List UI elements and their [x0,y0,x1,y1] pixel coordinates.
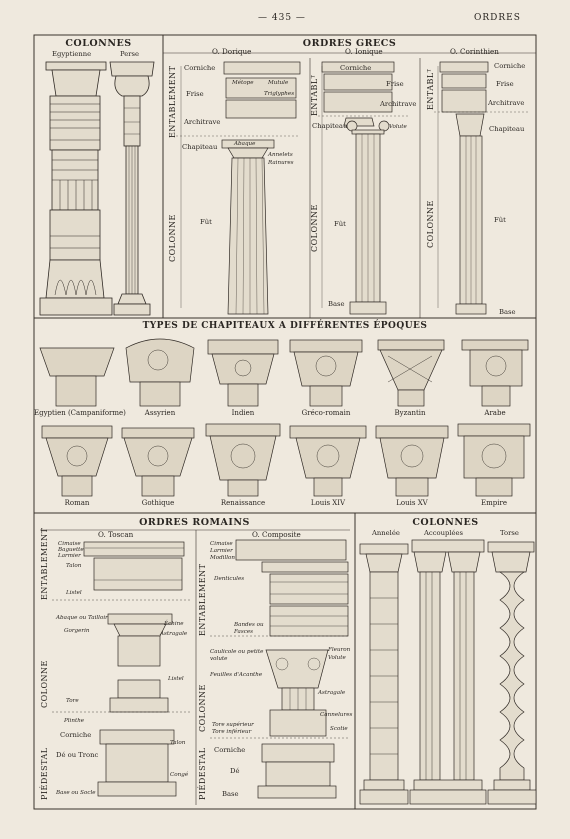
label-composite-tore-inferieur: Tore inférieur [212,729,252,735]
label-frise-dorique: Frise [186,90,204,98]
label-architrave-corinthien: Architrave [488,99,525,107]
caption-arabe: Arabe [484,409,506,417]
label-toscan-plinthe: Plinthe [64,718,85,724]
label-toscan-tore: Tore [66,698,79,704]
label-architrave-ionique: Architrave [380,100,417,108]
label-composite-bandes: Bandes ou Fasces [234,622,264,635]
caption-louis-xv: Louis XV [396,499,428,507]
label-triglyphes: Triglyphes [264,91,295,97]
label-toscan-listel-2: Listel [168,676,184,682]
caption-empire: Empire [481,499,507,507]
label-toscan-echine: Échine [164,621,184,627]
colonnes-bottom-title: COLONNES [412,517,479,528]
label-fut-dorique: Fût [200,218,212,226]
colonnes-top-title: COLONNES [65,38,132,49]
label-base-ionique: Base [328,300,345,308]
label-chapiteau-corinthien: Chapiteau [489,125,525,133]
label-corinthien: O. Corinthien [450,47,499,56]
label-composite-tore-superieur: Tore supérieur [212,722,254,728]
label-frise-ionique: Frise [386,80,404,88]
label-toscan-astragale: Astragale [160,631,188,637]
label-perse: Perse [120,50,140,58]
page-number: — 435 — [258,13,306,23]
label-toscan-gorgerin: Gorgerin [64,628,90,634]
label-corniche-ionique: Corniche [340,64,372,72]
caption-byzantin: Byzantin [394,409,426,417]
caption-egyptien: Egyptien (Campaniforme) [34,409,126,417]
caption-louis-xiv: Louis XIV [310,499,346,507]
label-chapiteau-dorique: Chapiteau [182,143,218,151]
label-toscan-base-ou-socle: Base ou Socle [56,790,96,796]
caption-greco-romain: Gréco-romain [301,409,351,417]
label-composite: O. Composite [252,530,301,539]
label-composite-denticules: Denticules [214,576,245,582]
label-composite-corniche: Corniche [214,746,246,754]
label-frise-corinthien: Frise [496,80,514,88]
label-composite-volute: Volute [328,655,346,661]
label-torse: Torse [500,529,519,537]
label-composite-de: Dé [230,767,240,775]
label-toscan-abaque: Abaque ou Tailloir [56,615,108,621]
label-metope: Métope [232,80,254,86]
label-dorique: O. Dorique [212,47,252,56]
label-toscan-conge: Congé [170,772,189,778]
label-composite-fleuron: Fleuron [328,647,351,653]
label-annelee: Annelée [372,529,400,537]
label-toscan-baguette: Baguette [58,547,84,553]
label-base-corinthien: Base [499,308,516,316]
label-rainures: Rainures [268,160,294,166]
label-toscan-de-ou-tronc: Dé ou Tronc [56,751,99,759]
label-toscan: O. Toscan [98,530,134,539]
label-egyptienne: Egyptienne [52,50,92,58]
label-toscan-larmier: Larmier [58,553,81,559]
caption-roman: Roman [64,499,90,507]
label-abaque-dorique: Abaque [234,141,256,147]
label-corniche-dorique: Corniche [184,64,216,72]
label-corniche-corinthien: Corniche [494,62,526,70]
label-composite-larmier: Larmier [210,548,233,554]
label-toscan-listel: Listel [66,590,82,596]
label-mutule: Mutule [268,80,289,86]
label-fut-corinthien: Fût [494,216,506,224]
label-volute: Volute [389,124,407,130]
label-chapiteau-ionique: Chapiteau [312,122,348,130]
label-composite-base: Base [222,790,239,798]
label-toscan-talon-2: Talon [170,740,186,746]
label-toscan-cimaise: Cimaise [58,541,81,547]
label-composite-cannelures: Cannelures [320,712,353,718]
label-composite-scotie: Scotie [330,726,348,732]
label-ionique: O. Ionique [345,47,383,56]
label-composite-cimaise: Cimaise [210,541,233,547]
running-head: ORDRES [474,13,521,23]
ordres-romains-title: ORDRES ROMAINS [139,517,250,528]
label-composite-feuilles-acanthe: Feuilles d'Acanthe [210,672,263,678]
label-fut-ionique: Fût [334,220,346,228]
label-annelets: Annelets [268,152,293,158]
label-toscan-corniche: Corniche [60,731,92,739]
caption-assyrien: Assyrien [144,409,176,417]
caption-indien: Indien [231,409,255,417]
label-composite-astragale: Astragale [318,690,346,696]
types-chapiteaux-title: TYPES DE CHAPITEAUX A DIFFÉRENTES ÉPOQUE… [142,321,428,331]
label-architrave-dorique: Architrave [184,118,221,126]
label-toscan-talon: Talon [66,563,82,569]
ordres-grecs-title: ORDRES GRECS [302,38,397,49]
caption-gothique: Gothique [141,499,175,507]
label-composite-caulicole: Caulicole ou petite volute [210,649,264,662]
label-accouplees: Accouplées [424,529,464,537]
caption-renaissance: Renaissance [220,499,266,507]
label-composite-modillon: Modillon [210,555,236,561]
